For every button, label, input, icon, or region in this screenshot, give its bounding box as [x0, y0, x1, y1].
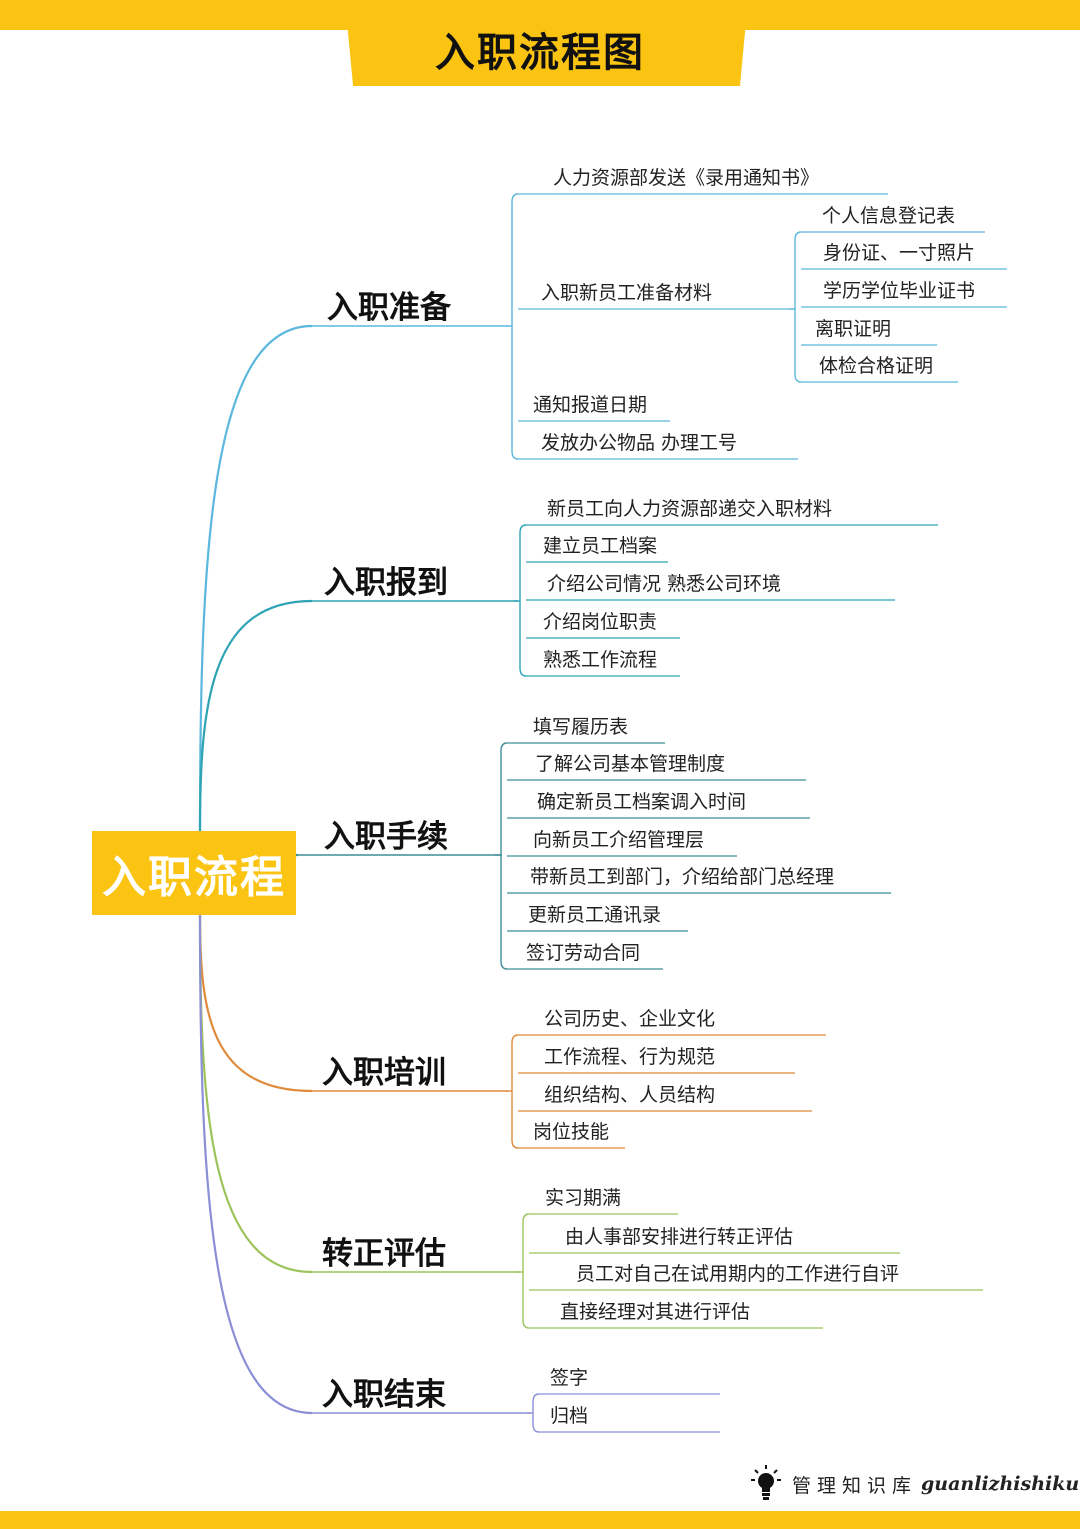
branch-label-5: 入职结束 [322, 1377, 446, 1413]
leaf-label-4-1: 由人事部安排进行转正评估 [565, 1226, 794, 1248]
branch-3-bracket [511, 1034, 519, 1149]
branch-label-2: 入职手续 [324, 819, 448, 855]
sub-leaf-label-3: 离职证明 [815, 318, 892, 340]
branch-4-bracket [522, 1213, 530, 1329]
footer-brand-en: guanlizhishiku [921, 1473, 1080, 1495]
leaf-label-3-2: 组织结构、人员结构 [544, 1084, 716, 1106]
sub-leaf-label-1: 身份证、一寸照片 [823, 242, 976, 264]
footer-brand-cn: 管理知识库 [792, 1474, 918, 1497]
leaf-label-0-3: 发放办公物品 办理工号 [541, 432, 738, 454]
leaf-label-4-2: 员工对自己在试用期内的工作进行自评 [576, 1263, 900, 1285]
branch-connector-0 [198, 324, 313, 832]
sub-leaf-label-2: 学历学位毕业证书 [823, 280, 976, 302]
branch-2-bracket [500, 742, 508, 970]
leaf-label-2-3: 向新员工介绍管理层 [533, 829, 705, 851]
branch-connector-1 [198, 599, 313, 832]
sub-leaf-label-4: 体检合格证明 [819, 355, 934, 377]
leaf-label-0-0: 人力资源部发送《录用通知书》 [553, 167, 820, 189]
lightbulb-icon [751, 1465, 781, 1500]
root-node-label: 入职流程 [102, 852, 286, 903]
branch-connector-4 [198, 914, 313, 1274]
branch-1-bracket [519, 524, 527, 677]
branch-label-3: 入职培训 [322, 1055, 446, 1091]
leaf-label-1-0: 新员工向人力资源部递交入职材料 [547, 498, 833, 520]
title-banner [345, 0, 748, 86]
leaf-label-2-0: 填写履历表 [533, 716, 629, 738]
leaf-label-1-2: 介绍公司情况 熟悉公司环境 [547, 573, 782, 595]
leaf-label-3-3: 岗位技能 [533, 1121, 610, 1143]
leaf-label-5-1: 归档 [550, 1405, 589, 1427]
branch-5-bracket [532, 1393, 540, 1433]
leaf-label-2-4: 带新员工到部门，介绍给部门总经理 [530, 866, 835, 888]
bottom-accent-bar [0, 1511, 1080, 1529]
leaf-label-5-0: 签字 [550, 1367, 589, 1389]
branch-label-1: 入职报到 [324, 565, 448, 601]
leaf-label-3-0: 公司历史、企业文化 [544, 1008, 716, 1030]
leaf-label-4-0: 实习期满 [545, 1187, 622, 1209]
leaf-label-2-5: 更新员工通讯录 [528, 904, 662, 926]
leaf-label-0-2: 通知报道日期 [533, 394, 648, 416]
branch-0-bracket [511, 193, 519, 460]
branch-0-sub-bracket [794, 231, 802, 383]
leaf-label-1-1: 建立员工档案 [543, 535, 658, 557]
branch-label-0: 入职准备 [327, 290, 451, 326]
leaf-label-2-6: 签订劳动合同 [526, 942, 641, 964]
leaf-label-1-4: 熟悉工作流程 [543, 649, 658, 671]
page-title: 入职流程图 [435, 30, 645, 76]
leaf-label-4-3: 直接经理对其进行评估 [560, 1301, 751, 1323]
root-node: 入职流程 [92, 831, 296, 915]
branch-label-4: 转正评估 [322, 1236, 446, 1272]
branch-connector-5 [198, 914, 313, 1415]
leaf-label-0-1: 入职新员工准备材料 [541, 282, 713, 304]
branch-connector-3 [198, 914, 313, 1093]
sub-leaf-label-0: 个人信息登记表 [822, 205, 956, 227]
leaf-label-2-2: 确定新员工档案调入时间 [537, 791, 747, 813]
leaf-label-2-1: 了解公司基本管理制度 [535, 753, 726, 775]
leaf-label-1-3: 介绍岗位职责 [543, 611, 658, 633]
leaf-label-3-1: 工作流程、行为规范 [544, 1046, 716, 1068]
footer-brand: 管理知识库 guanlizhishiku [750, 1464, 1079, 1504]
